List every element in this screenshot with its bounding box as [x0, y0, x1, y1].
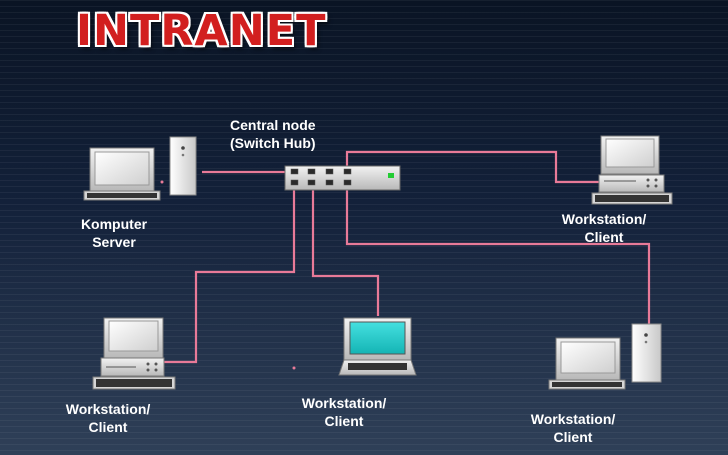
server-label: Komputer Server: [72, 215, 156, 251]
client-label-line1: Workstation/: [561, 211, 647, 227]
hub-label-line1: Central node: [230, 117, 316, 133]
cables: [164, 150, 651, 364]
server-label-line2: Server: [92, 234, 136, 250]
workstation-bottom-left: [92, 317, 176, 390]
switch-hub: [284, 165, 401, 191]
cable-bottom-middle: [311, 183, 380, 316]
client-label-line1: Workstation/: [65, 401, 151, 417]
cable-bottom-right: [345, 183, 651, 326]
client-label-line2: Client: [553, 429, 593, 445]
client-label-bottom-right: Workstation/ Client: [521, 410, 625, 446]
workstation-top-right: [591, 135, 673, 205]
client-label-line1: Workstation/: [530, 411, 616, 427]
client-label-line2: Client: [584, 229, 624, 245]
server-label-line1: Komputer: [80, 216, 148, 232]
hub-led: [388, 173, 394, 178]
client-label-top-right: Workstation/ Client: [552, 210, 656, 246]
workstation-laptop: [292, 317, 417, 376]
client-label-bottom-left: Workstation/ Client: [56, 400, 160, 436]
client-label-bottom-middle: Workstation/ Client: [292, 394, 396, 430]
cable-top-right: [345, 150, 604, 184]
workstation-bottom-right: [548, 323, 662, 390]
cable-bottom-left: [164, 183, 296, 364]
hub-label-line2: (Switch Hub): [230, 135, 316, 151]
client-label-line2: Client: [324, 413, 364, 429]
diagram-title: INTRANET: [76, 6, 327, 56]
cable-server: [202, 170, 296, 176]
hub-label: Central node (Switch Hub): [230, 116, 316, 152]
client-label-line1: Workstation/: [301, 395, 387, 411]
client-label-line2: Client: [88, 419, 128, 435]
server-computer: [83, 136, 197, 201]
